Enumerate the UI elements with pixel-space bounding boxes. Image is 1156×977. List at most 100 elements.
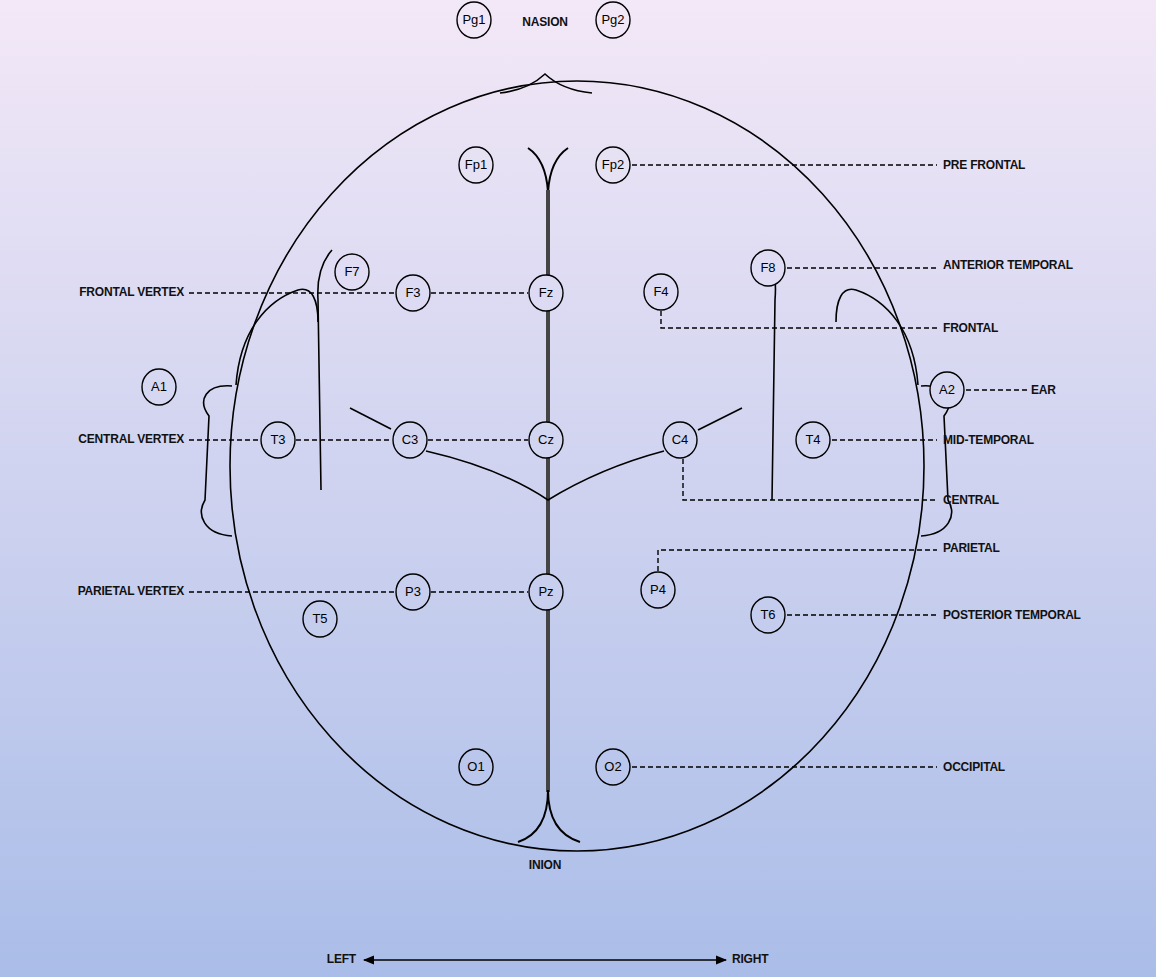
electrode-name: F4 [653, 285, 668, 299]
electrode-circle: A1 [141, 368, 177, 406]
electrode-circle: T4 [795, 421, 831, 459]
electrode-name: Fz [539, 286, 553, 300]
electrode-name: Pz [538, 585, 553, 599]
electrode-circle: F4 [643, 273, 679, 311]
electrode-ring [459, 147, 493, 183]
electrode-circle: F7 [334, 253, 370, 291]
midline-fork [528, 148, 568, 192]
leader-line [296, 439, 392, 440]
leader-line [431, 292, 528, 293]
region-label: OCCIPITAL [943, 761, 1005, 774]
electrode-name: F7 [344, 265, 359, 279]
electrode-ring [142, 369, 176, 405]
electrode-circle: C4 [662, 421, 698, 459]
region-label: FRONTAL [943, 322, 998, 335]
leader-line [431, 591, 528, 592]
electrode-circle: F3 [395, 274, 431, 312]
electrode-name: Fp2 [602, 158, 624, 172]
electrode-circle: C3 [392, 421, 428, 459]
direction-arrow [364, 959, 726, 960]
temporal-fissure [762, 254, 775, 500]
central-sulcus [350, 408, 391, 429]
leader-lines [189, 165, 1027, 767]
electrode-ring [457, 2, 491, 38]
electrode-circle: T3 [260, 421, 296, 459]
electrode-name: T3 [270, 433, 285, 447]
electrode-ring [796, 422, 830, 458]
electrode-name: Fp1 [465, 158, 487, 172]
electrode-circle: P4 [640, 571, 676, 609]
electrode-circle: O2 [595, 748, 631, 786]
region-label: EAR [1031, 384, 1056, 397]
region-label: FRONTAL VERTEX [79, 286, 184, 299]
midline-fork [518, 790, 580, 842]
electrode-circle: Fp1 [458, 146, 494, 184]
electrode-ring [596, 2, 630, 38]
electrode-ring [335, 254, 369, 290]
electrode-name: T6 [760, 608, 775, 622]
electrode-ring [396, 574, 430, 610]
electrode-name: T4 [805, 433, 820, 447]
electrode-circle: O1 [458, 748, 494, 786]
electrode-name: P4 [650, 583, 666, 597]
electrode-circle: Pg2 [595, 1, 631, 39]
temporal-curve [236, 289, 318, 385]
electrode-ring [930, 372, 964, 408]
electrode-name: A1 [151, 380, 167, 394]
electrode-ring [393, 422, 427, 458]
region-label: INION [529, 859, 561, 872]
electrode-ring [663, 422, 697, 458]
electrode-name: F8 [760, 261, 775, 275]
electrode-ring [641, 572, 675, 608]
region-label: LEFT [327, 953, 356, 966]
electrode-name: Cz [538, 433, 554, 447]
region-label: PARIETAL [943, 542, 1000, 555]
electrode-ring [303, 601, 337, 637]
region-label: CENTRAL VERTEX [78, 433, 184, 446]
region-label: RIGHT [732, 953, 768, 966]
electrode-ring [596, 749, 630, 785]
electrode-name: P3 [405, 585, 421, 599]
electrode-ring [751, 250, 785, 286]
temporal-curve [836, 289, 918, 385]
electrode-name: Pg1 [462, 13, 485, 27]
region-label: NASION [522, 16, 567, 29]
electrode-circle: Pz [528, 573, 564, 611]
region-label: POSTERIOR TEMPORAL [943, 609, 1081, 622]
electrode-ring [751, 597, 785, 633]
electrode-ring [596, 147, 630, 183]
leader-line [428, 439, 528, 440]
electrode-name: O2 [604, 760, 621, 774]
head-outline [230, 81, 924, 851]
electrode-name: A2 [939, 383, 955, 397]
central-sulcus [698, 408, 742, 430]
electrode-ring [459, 749, 493, 785]
region-label: MID-TEMPORAL [943, 434, 1034, 447]
electrode-circle: P3 [395, 573, 431, 611]
electrode-circle: F8 [750, 249, 786, 287]
electrode-ring [261, 422, 295, 458]
electrode-circle: A2 [929, 371, 965, 409]
electrode-name: C4 [672, 433, 689, 447]
region-label: ANTERIOR TEMPORAL [943, 259, 1073, 272]
electrode-ring [644, 274, 678, 310]
ear-outline [201, 386, 232, 536]
region-label: CENTRAL [943, 494, 999, 507]
electrode-circle: Cz [528, 421, 564, 459]
electrode-name: C3 [402, 433, 419, 447]
electrode-name: Pg2 [601, 13, 624, 27]
electrode-circle: T5 [302, 600, 338, 638]
electrode-name: O1 [467, 760, 484, 774]
electrode-ring [529, 422, 563, 458]
electrode-ring [529, 275, 563, 311]
electrode-circle: Fz [528, 274, 564, 312]
electrode-ring [529, 574, 563, 610]
electrode-name: F3 [405, 286, 420, 300]
electrode-ring [396, 275, 430, 311]
electrode-name: T5 [312, 612, 327, 626]
region-label: PARIETAL VERTEX [78, 585, 184, 598]
region-label: PRE FRONTAL [943, 159, 1025, 172]
